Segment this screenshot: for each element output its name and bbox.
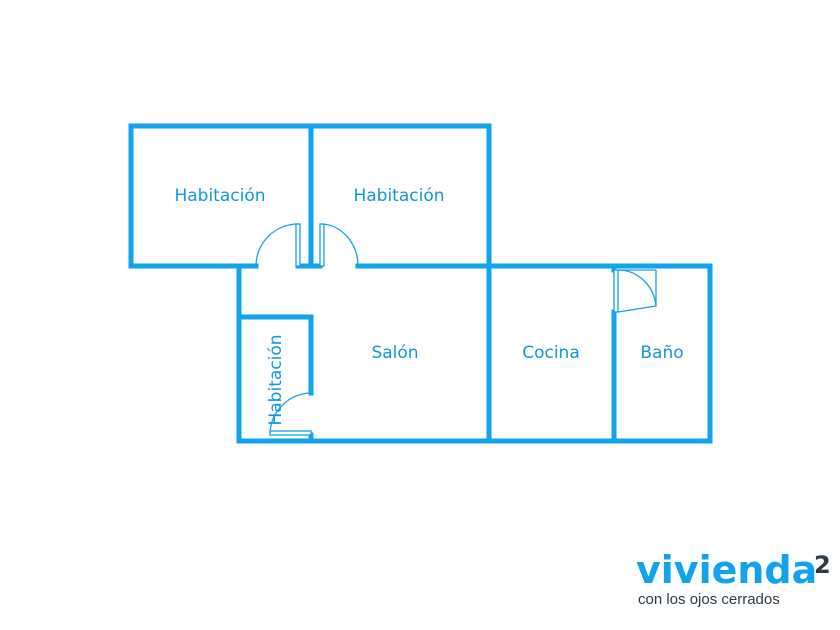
wall-living-outer xyxy=(236,263,492,444)
wall-bedroom-small xyxy=(236,314,314,444)
room-label-bedroom-left: Habitación xyxy=(174,186,265,206)
door-bathroom xyxy=(613,269,657,313)
room-label-bedroom-right: Habitación xyxy=(353,186,444,206)
logo-wordmark: vivienda xyxy=(636,548,818,592)
door-bedroom-small xyxy=(269,392,312,436)
walls xyxy=(128,123,713,444)
logo-tagline: con los ojos cerrados xyxy=(638,591,780,608)
door-bedroom-right xyxy=(319,223,359,267)
door-bedroom-left xyxy=(255,223,301,267)
doors xyxy=(255,223,657,436)
logo-superscript: 2 xyxy=(814,551,831,579)
room-label-kitchen: Cocina xyxy=(522,343,580,363)
room-label-bedroom-small: Habitación xyxy=(266,334,286,425)
wall-bedroom-left xyxy=(128,123,314,269)
wall-kitchen-bath xyxy=(486,263,713,444)
room-label-living-room: Salón xyxy=(371,343,418,363)
wall-bedroom-right xyxy=(308,123,492,269)
room-label-bathroom: Baño xyxy=(640,343,683,363)
brand-logo: vivienda 2 con los ojos cerrados xyxy=(636,548,836,618)
